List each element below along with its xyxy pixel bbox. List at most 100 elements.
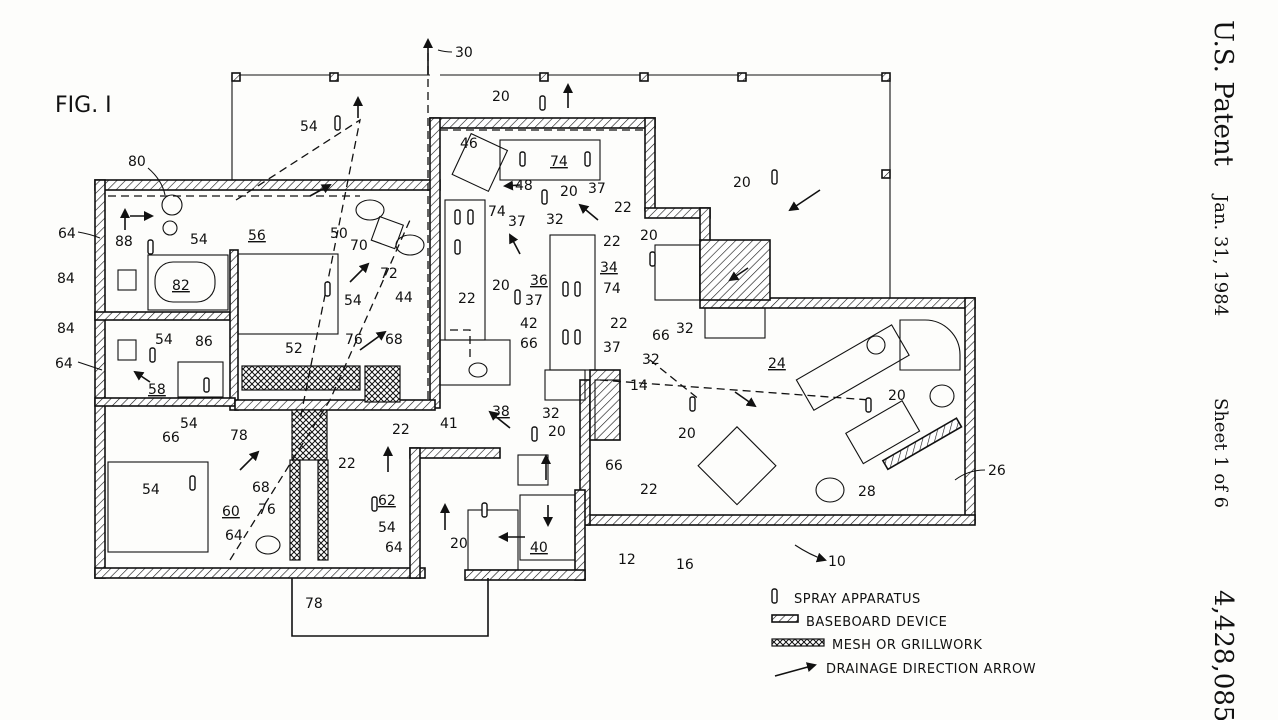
- ref-22: 22: [640, 482, 658, 498]
- ref-64: 64: [58, 226, 76, 242]
- ref-78: 78: [305, 596, 323, 612]
- ref-38: 38: [492, 404, 510, 420]
- legend-spray-symbol: [771, 588, 778, 604]
- sheet-label: Sheet 1 of 6: [1210, 398, 1231, 508]
- ref-58: 58: [148, 382, 166, 398]
- ref-68: 68: [385, 332, 403, 348]
- ref-54: 54: [142, 482, 160, 498]
- ref-80: 80: [128, 154, 146, 170]
- ref-20: 20: [640, 228, 658, 244]
- ref-22: 22: [392, 422, 410, 438]
- ref-54: 54: [190, 232, 208, 248]
- figure-title: FIG. I: [55, 93, 112, 118]
- ref-12: 12: [618, 552, 636, 568]
- legend-drainage-label: DRAINAGE DIRECTION ARROW: [826, 662, 1036, 677]
- patent-label: U.S. Patent: [1208, 20, 1238, 167]
- ref-84: 84: [57, 321, 75, 337]
- patent-date: Jan. 31, 1984: [1210, 193, 1231, 316]
- ref-14: 14: [630, 378, 648, 394]
- entry-porch: [291, 578, 489, 637]
- ref-30: 30: [455, 45, 473, 61]
- ref-26: 26: [988, 463, 1006, 479]
- ref-84: 84: [57, 271, 75, 287]
- ref-37: 37: [588, 181, 606, 197]
- side-header: U.S. Patent Jan. 31, 1984 Sheet 1 of 6 4…: [1208, 20, 1238, 720]
- ref-74: 74: [550, 154, 568, 170]
- ref-32: 32: [546, 212, 564, 228]
- ref-40: 40: [530, 540, 548, 556]
- ref-78: 78: [230, 428, 248, 444]
- ref-54: 54: [300, 119, 318, 135]
- ref-20: 20: [560, 184, 578, 200]
- ref-64: 64: [225, 528, 243, 544]
- ref-46: 46: [460, 136, 478, 152]
- ref-66: 66: [652, 328, 670, 344]
- ref-32: 32: [676, 321, 694, 337]
- ref-20: 20: [888, 388, 906, 404]
- ref-82: 82: [172, 278, 190, 294]
- ref-86: 86: [195, 334, 213, 350]
- ref-22: 22: [614, 200, 632, 216]
- legend: SPRAY APPARATUS BASEBOARD DEVICE MESH OR…: [771, 588, 1036, 677]
- legend-mesh-label: MESH OR GRILLWORK: [832, 638, 982, 653]
- ref-54: 54: [344, 293, 362, 309]
- ref-37: 37: [603, 340, 621, 356]
- dashed-lines: [108, 40, 871, 561]
- ref-22: 22: [458, 291, 476, 307]
- ref-54: 54: [378, 520, 396, 536]
- lead-lines: [77, 49, 986, 563]
- ref-50: 50: [330, 226, 348, 242]
- patent-number: 4,428,085: [1208, 590, 1238, 720]
- ref-20: 20: [678, 426, 696, 442]
- ref-54: 54: [155, 332, 173, 348]
- ref-22: 22: [338, 456, 356, 472]
- ref-62: 62: [378, 493, 396, 509]
- ref-16: 16: [676, 557, 694, 573]
- ref-74: 74: [603, 281, 621, 297]
- ref-64: 64: [55, 356, 73, 372]
- ref-44: 44: [395, 290, 413, 306]
- ref-34: 34: [600, 260, 618, 276]
- interior-walls: [94, 239, 963, 471]
- ref-10: 10: [828, 554, 846, 570]
- ref-28: 28: [858, 484, 876, 500]
- ref-72: 72: [380, 266, 398, 282]
- reference-numerals: 30 20 54 80 46 74 48 20 37 22 20 64 88 5…: [55, 45, 1006, 612]
- ref-74: 74: [488, 204, 506, 220]
- ref-20: 20: [733, 175, 751, 191]
- drainage-arrows: [120, 38, 821, 542]
- ref-76: 76: [258, 502, 276, 518]
- ref-32: 32: [542, 406, 560, 422]
- ref-54: 54: [180, 416, 198, 432]
- ref-60: 60: [222, 504, 240, 520]
- ref-22: 22: [603, 234, 621, 250]
- ref-66: 66: [605, 458, 623, 474]
- ref-66: 66: [162, 430, 180, 446]
- spray-apparatus-markers: [147, 95, 872, 518]
- legend-baseboard-label: BASEBOARD DEVICE: [806, 615, 947, 630]
- ref-32: 32: [642, 352, 660, 368]
- ref-20: 20: [492, 89, 510, 105]
- ref-52: 52: [285, 341, 303, 357]
- deck-posts: [231, 72, 891, 179]
- fixtures: [107, 132, 961, 571]
- ref-70: 70: [350, 238, 368, 254]
- ref-56: 56: [248, 228, 266, 244]
- legend-drainage-symbol: [774, 662, 817, 677]
- ref-66: 66: [520, 336, 538, 352]
- ref-42: 42: [520, 316, 538, 332]
- ref-20: 20: [450, 536, 468, 552]
- mesh-grillwork: [241, 365, 401, 561]
- ref-24: 24: [768, 356, 786, 372]
- ref-76: 76: [345, 332, 363, 348]
- ref-48: 48: [515, 178, 533, 194]
- legend-baseboard-symbol: [771, 614, 799, 623]
- ref-20: 20: [548, 424, 566, 440]
- legend-mesh-symbol: [771, 638, 825, 647]
- ref-68: 68: [252, 480, 270, 496]
- ref-41: 41: [440, 416, 458, 432]
- ref-20: 20: [492, 278, 510, 294]
- ref-22: 22: [610, 316, 628, 332]
